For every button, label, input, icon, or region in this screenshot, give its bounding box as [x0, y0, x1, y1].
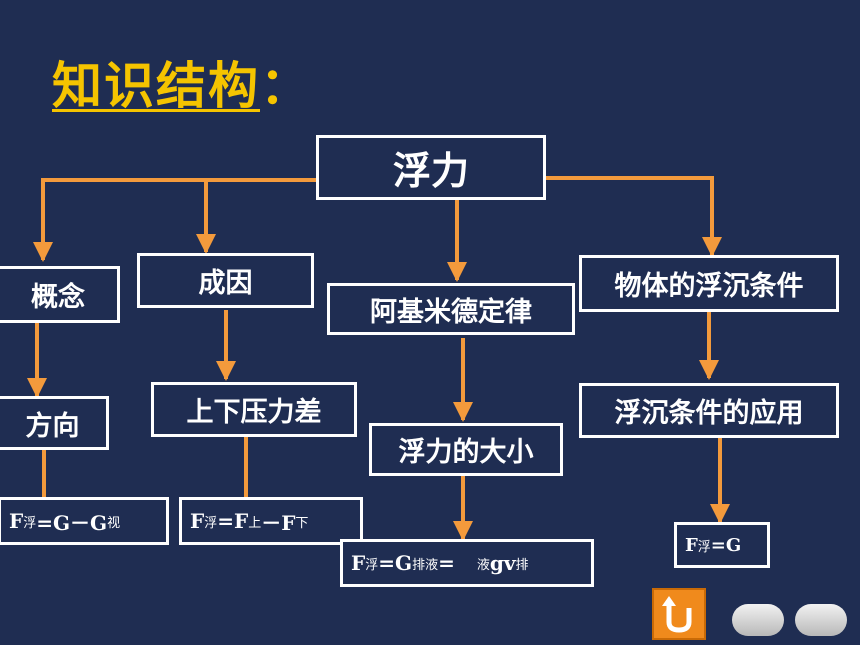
box-cause: 成因: [137, 253, 314, 308]
root-box-buoyancy: 浮力: [316, 135, 546, 200]
box-direction: 方向: [0, 396, 109, 450]
prev-pill-icon[interactable]: [732, 604, 784, 636]
box-buoyancy-size: 浮力的大小: [369, 423, 563, 476]
box-archimedes: 阿基米德定律: [327, 283, 575, 335]
u-turn-arrow-icon[interactable]: [652, 588, 706, 640]
box-condition-application: 浮沉条件的应用: [579, 383, 839, 438]
next-pill-icon[interactable]: [795, 604, 847, 636]
page-title: 知识结构：: [52, 57, 312, 115]
box-float-condition: 物体的浮沉条件: [579, 255, 839, 312]
box-concept: 概念: [0, 266, 120, 323]
u-turn-arrow-glyph: [662, 596, 692, 633]
box-pressure-difference: 上下压力差: [151, 382, 357, 437]
